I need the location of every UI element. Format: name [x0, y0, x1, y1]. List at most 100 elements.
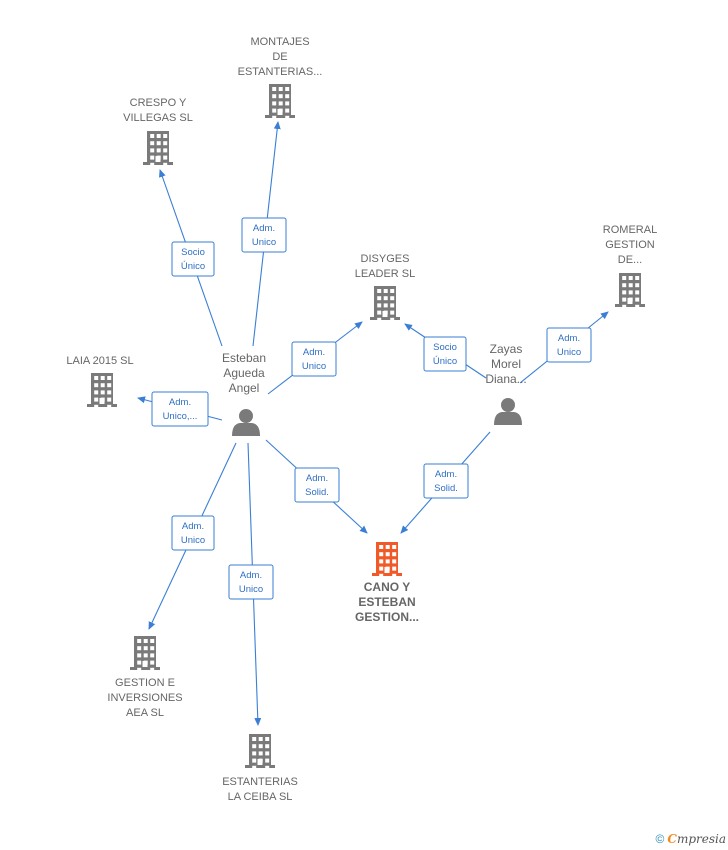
edge-label[interactable]: Adm.Unico,... [151, 391, 209, 427]
brand-name: mpresia [676, 832, 726, 846]
company-node-crespo[interactable]: CRESPO Y VILLEGAS SL [123, 97, 193, 167]
edge-label-box [423, 463, 469, 499]
edge-esteban-montajes: Adm. Unico [241, 121, 287, 347]
edge-esteban-cano: Adm. Solid. [265, 439, 368, 534]
edge-label-text: Solid. [305, 487, 329, 498]
person-name: Agueda [223, 366, 265, 380]
building-icon [615, 273, 645, 309]
company-name: DE... [618, 254, 642, 266]
person-name: Esteban [222, 351, 266, 365]
edge-label-text: Adm. [253, 223, 275, 234]
edge-label-text: Unico [239, 584, 263, 595]
company-name: MONTAJES [250, 36, 309, 48]
edge-esteban-ceiba: Adm. Unico [228, 442, 274, 726]
person-icon [494, 398, 522, 425]
edge-label-box [151, 391, 209, 427]
company-name: VILLEGAS SL [123, 112, 193, 124]
brand-initial: C [667, 832, 677, 846]
footer: ©Cmpresia [656, 832, 726, 846]
company-name: ESTANTERIAS... [238, 66, 323, 78]
edge-label-box [171, 515, 215, 551]
edges-layer: SocioÚnicoAdm.UnicoAdm.UnicoAdm.Unico,..… [137, 121, 609, 726]
edge-label[interactable]: Adm. Solid. [423, 463, 469, 499]
company-node-cano[interactable]: CANO YESTEBANGESTION... [355, 542, 419, 624]
building-icon [130, 636, 160, 672]
edge-esteban-gestion: Adm. Unico [148, 442, 237, 630]
company-name: ESTANTERIAS [222, 776, 298, 788]
edge-esteban-laia: Adm.Unico,... [137, 391, 223, 427]
building-icon [372, 542, 402, 578]
person-name: Zayas [490, 342, 523, 356]
edge-label[interactable]: Adm. Unico [291, 341, 337, 377]
company-name: INVERSIONES [107, 692, 182, 704]
edge-label-text: Unico [181, 535, 205, 546]
edge-label-text: Unico [557, 347, 581, 358]
edge-label-text: Adm. [558, 333, 580, 344]
edge-label-text: Socio [181, 247, 205, 258]
edge-label-text: Unico [302, 361, 326, 372]
company-node-laia[interactable]: LAIA 2015 SL [66, 355, 134, 409]
edge-label[interactable]: Adm. Unico [171, 515, 215, 551]
edge-label-box [241, 217, 287, 253]
edge-label-text: Adm. [303, 347, 325, 358]
company-node-romeral[interactable]: ROMERALGESTIONDE... [603, 224, 657, 309]
company-node-gestion[interactable]: GESTION E INVERSIONES AEA SL [107, 636, 183, 719]
edge-label[interactable]: Adm. Unico [546, 327, 592, 363]
company-name: CRESPO Y [130, 97, 187, 109]
edge-label-box [294, 467, 340, 503]
building-icon [87, 373, 117, 409]
edge-label-text: Único [433, 356, 457, 367]
company-name: GESTION [605, 239, 655, 251]
edge-label-box [171, 241, 215, 277]
edge-label-text: Adm. [182, 521, 204, 532]
edge-esteban-disyges: Adm. Unico [267, 321, 363, 395]
company-name: LA CEIBA SL [228, 791, 293, 803]
edge-label-box [546, 327, 592, 363]
company-name: LAIA 2015 SL [66, 355, 133, 367]
edge-label-text: Adm. [240, 570, 262, 581]
edge-label[interactable]: Adm. Unico [241, 217, 287, 253]
edge-label-box [423, 336, 467, 372]
building-icon [143, 131, 173, 167]
company-name: DE [272, 51, 287, 63]
edge-label-text: Unico,... [163, 411, 198, 422]
building-icon [370, 286, 400, 322]
copyright-symbol: © [655, 832, 665, 846]
edge-label-box [228, 564, 274, 600]
company-node-disyges[interactable]: DISYGES LEADER SL [355, 253, 416, 322]
building-icon [265, 84, 295, 120]
company-name: AEA SL [126, 707, 164, 719]
edge-label-text: Adm. [435, 469, 457, 480]
person-name: Morel [491, 357, 521, 371]
person-icon [232, 409, 260, 436]
nodes-layer: MONTAJES DE ESTANTERIAS... CRESPO Y VILLEGAS… [66, 36, 657, 803]
edge-label-text: Solid. [434, 483, 458, 494]
empresia-logo[interactable]: Cmpresia [667, 832, 726, 846]
edge-label-box [291, 341, 337, 377]
edge-label-text: Socio [433, 342, 457, 353]
edge-label[interactable]: Adm. Unico [228, 564, 274, 600]
edge-label[interactable]: Adm. Solid. [294, 467, 340, 503]
company-name: CANO Y [364, 580, 410, 594]
company-name: DISYGES [361, 253, 410, 265]
edge-label-text: Unico [252, 237, 276, 248]
company-name: LEADER SL [355, 268, 416, 280]
person-name: Angel [229, 381, 260, 395]
edge-label-text: Único [181, 261, 205, 272]
person-node-zayas[interactable]: ZayasMorelDiana... [485, 342, 527, 425]
edge-label-text: Adm. [306, 473, 328, 484]
company-name: GESTION... [355, 610, 419, 624]
company-node-montajes[interactable]: MONTAJES DE ESTANTERIAS... [238, 36, 323, 120]
company-name: ESTEBAN [358, 595, 415, 609]
person-name: Diana... [485, 372, 526, 386]
company-name: GESTION E [115, 677, 175, 689]
building-icon [245, 734, 275, 770]
edge-zayas-romeral: Adm. Unico [519, 311, 609, 384]
company-node-ceiba[interactable]: ESTANTERIAS LA CEIBA SL [222, 734, 298, 803]
